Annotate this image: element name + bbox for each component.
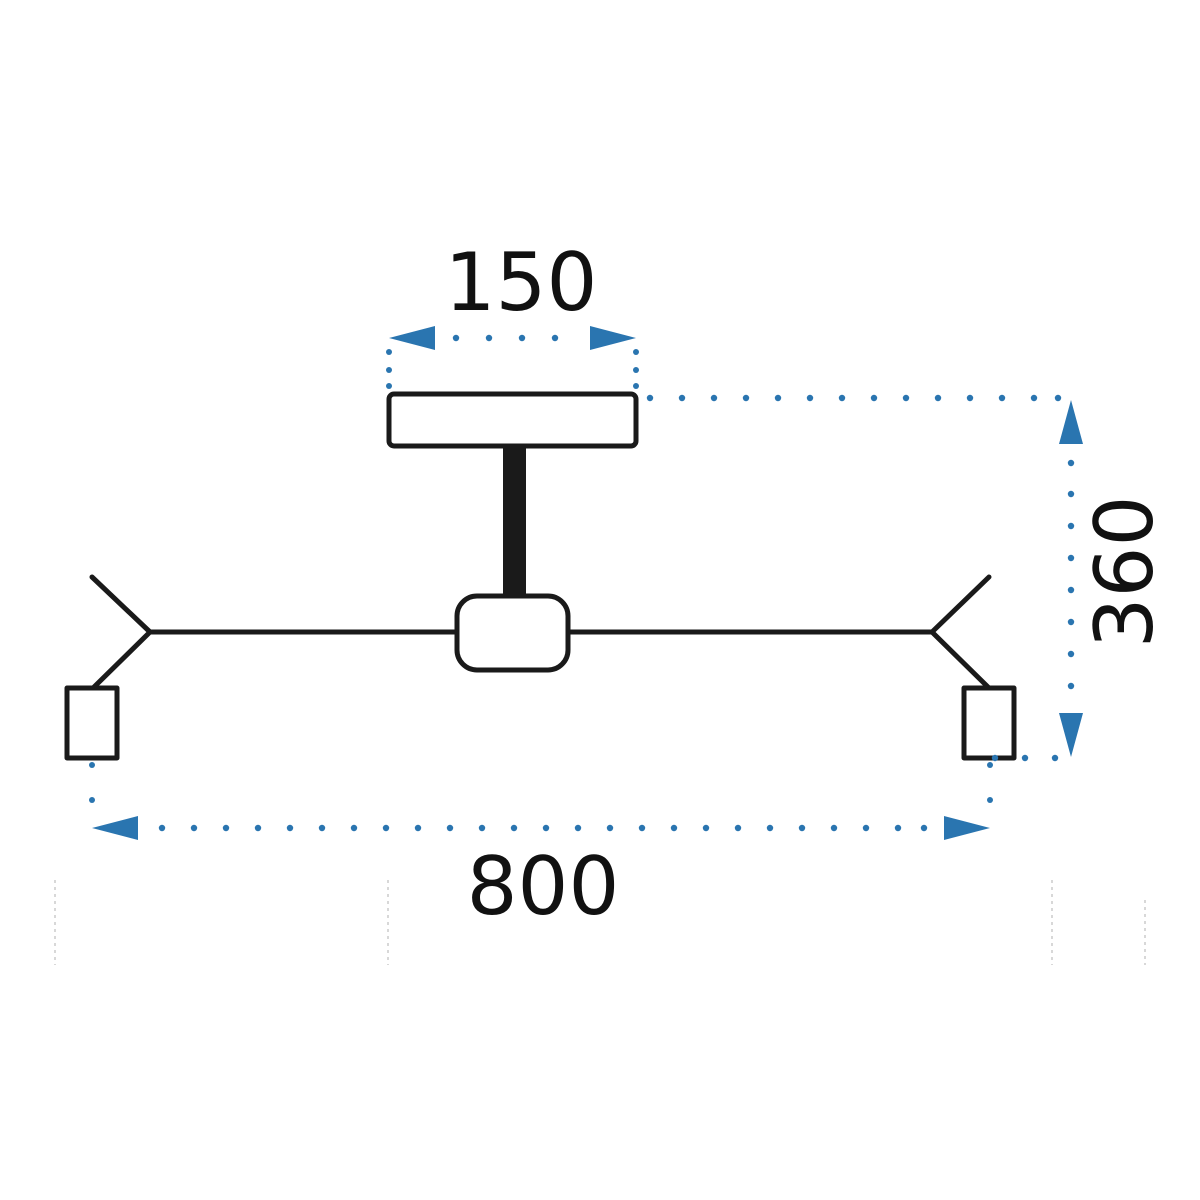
left-fork-lower (90, 629, 153, 691)
dimension-height: 360 (646, 394, 1171, 762)
canopy-width-label: 150 (445, 236, 598, 329)
total-width-dim-dots (158, 824, 928, 832)
total-width-extension-right (987, 762, 993, 803)
left-lamp-shade (64, 685, 120, 761)
lamp-stem (503, 446, 526, 598)
ceiling-canopy (386, 391, 639, 449)
arrow-right-icon (590, 326, 636, 350)
extension-guides (54, 880, 1146, 965)
lamp-drawing (64, 391, 1017, 761)
dimension-canopy-width: 150 (386, 236, 639, 389)
arrow-right-icon (944, 816, 990, 840)
total-width-label: 800 (467, 840, 620, 933)
central-hub (454, 593, 571, 673)
canopy-dim-dots (452, 334, 559, 342)
left-fork-upper (89, 574, 153, 635)
arrow-down-icon (1059, 713, 1083, 757)
right-fork-lower (929, 629, 992, 691)
arrow-left-icon (389, 326, 435, 350)
height-label: 360 (1078, 496, 1171, 649)
total-width-extension-left (89, 762, 95, 803)
height-bottom-extension (991, 754, 1059, 762)
height-dim-dots (1067, 459, 1075, 690)
right-fork-upper (929, 574, 992, 635)
canopy-extension-right (633, 349, 639, 389)
height-top-extension (646, 394, 1062, 402)
arrow-left-icon (92, 816, 138, 840)
dimension-total-width: 800 (89, 762, 993, 933)
arrow-up-icon (1059, 400, 1083, 444)
canopy-extension-left (386, 349, 392, 389)
right-lamp-shade (961, 685, 1017, 761)
